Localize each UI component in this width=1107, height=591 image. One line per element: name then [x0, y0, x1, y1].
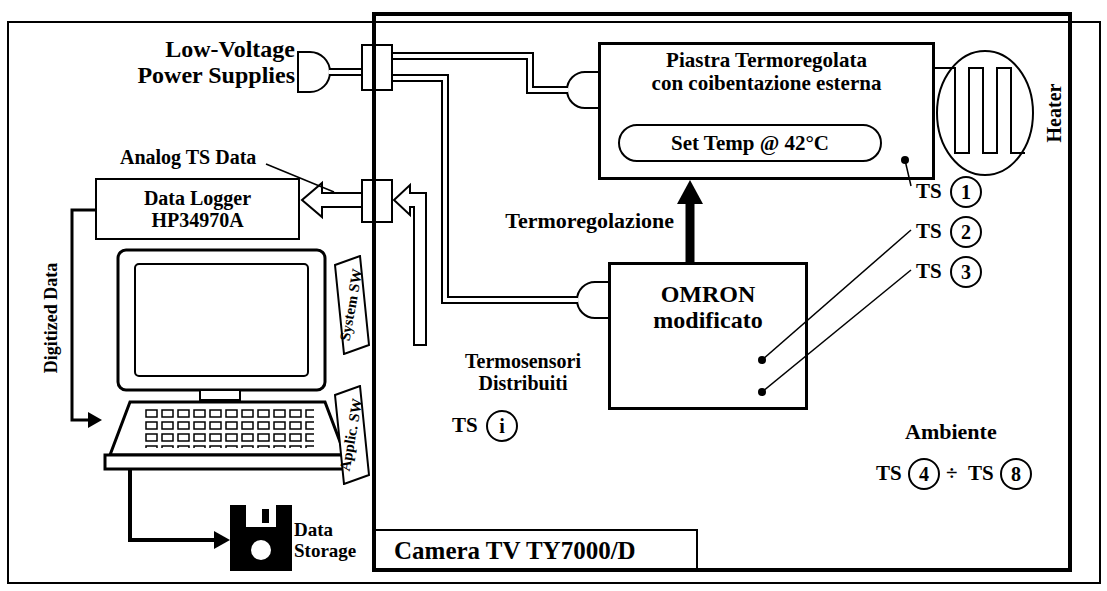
screen: [135, 264, 308, 376]
chamber-name: Camera TV TY7000/D: [376, 529, 698, 569]
sensor-tag: TS: [452, 414, 478, 437]
sensor-tag: TS: [916, 220, 942, 243]
sensor-tag: TS: [916, 180, 942, 203]
heater-outline: [935, 48, 1035, 178]
floppy-hub: [251, 540, 271, 560]
leader-line: [905, 160, 911, 186]
signal-label: Digitized Data: [42, 263, 62, 373]
control-arrow: [677, 180, 703, 262]
sensor-feedthrough: [362, 180, 392, 222]
arrow-head: [214, 531, 230, 549]
controller-box: OMRON modificato: [608, 262, 808, 410]
sensor-number: 3: [950, 256, 982, 288]
node-text: Data Logger HP34970A: [97, 180, 298, 231]
software-card: System SW: [334, 255, 370, 355]
heater-element: Heater: [935, 48, 1066, 178]
leader-line: [762, 270, 911, 392]
storage-label: Data Storage: [294, 520, 370, 562]
heater-ellipse: [937, 51, 1033, 175]
floppy-window: [262, 509, 269, 523]
node-text: OMRON modificato: [611, 265, 805, 334]
data-logger: Data Logger HP34970A: [95, 178, 300, 240]
digitized-line: [72, 210, 95, 420]
monitor-neck: [200, 390, 240, 400]
arrow-shaft: [686, 200, 695, 262]
plate-plug: [567, 72, 598, 108]
heater-coil: [935, 68, 1025, 153]
leader-line: [762, 230, 911, 360]
sensor-number: i: [486, 410, 518, 442]
keyboard-keys: [142, 408, 314, 448]
figure-frame: [8, 22, 1100, 583]
sensor-tag: TS: [876, 462, 902, 485]
arrow-head: [88, 412, 102, 428]
sensor-number: 2: [950, 216, 982, 248]
sensor-tag: TS: [968, 462, 994, 485]
node-text: Heater: [1043, 48, 1067, 178]
range-sign: ÷: [946, 462, 958, 485]
ambient-label: Ambiente: [905, 420, 997, 444]
thermo-plate: Set Temp @ 42°C Piastra Termoregolata con…: [598, 42, 935, 180]
node-text: Piastra Termoregolata con coibentazione …: [601, 45, 932, 95]
power-feedthrough: [362, 45, 392, 90]
sensor-label: Termosensori Distribuiti: [448, 350, 598, 394]
setpoint-box: Set Temp @ 42°C: [618, 124, 882, 162]
monitor: [118, 250, 325, 390]
test-chamber: Set Temp @ 42°C Piastra Termoregolata con…: [372, 12, 1072, 572]
storage-line: [130, 469, 218, 540]
floppy-shutter: [246, 505, 276, 527]
power-wire-outline: [330, 56, 577, 300]
omron-plug: [577, 282, 608, 318]
power-plug: [298, 52, 330, 92]
arrow-head: [677, 180, 703, 204]
analog-arrow: [302, 183, 362, 217]
signal-label: Analog TS Data: [120, 146, 256, 168]
floppy-disk: [230, 505, 292, 571]
sensor-number: 1: [950, 176, 982, 208]
node-text: Set Temp @ 42°C: [620, 126, 880, 160]
power-label: Low-Voltage Power Supplies: [115, 36, 295, 89]
sensor-arrow: [394, 185, 426, 345]
sensor-number: 8: [1000, 458, 1032, 490]
sensor-tag: TS: [916, 260, 942, 283]
edge-label: Termoregolazione: [505, 209, 674, 233]
software-card: Applic. SW: [334, 385, 370, 485]
sensor-number: 4: [908, 458, 940, 490]
power-wire-core: [329, 56, 578, 300]
computer-base: [105, 455, 350, 469]
keyboard: [110, 402, 345, 455]
